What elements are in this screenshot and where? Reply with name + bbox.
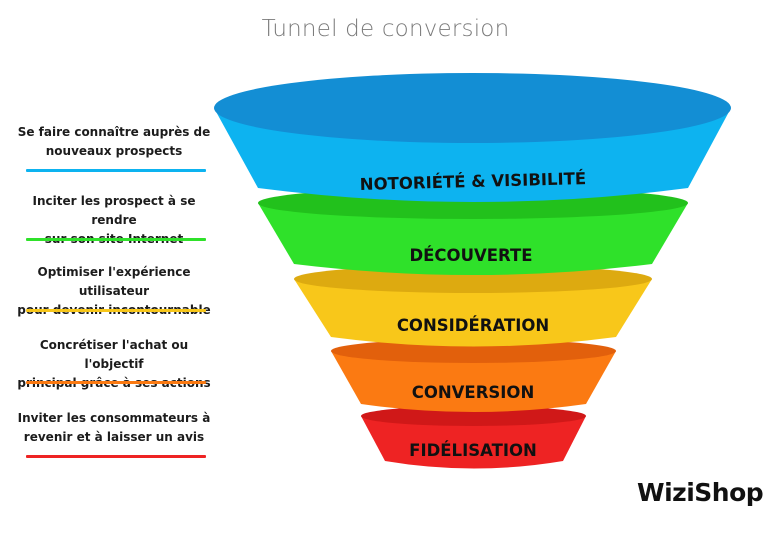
stage-underline-fidelisation: [26, 455, 206, 458]
funnel-stage-body: [331, 351, 616, 412]
funnel-stage-body: [361, 416, 586, 469]
funnel-stage-top: [331, 339, 616, 363]
stage-underline-decouverte: [26, 238, 206, 241]
description-line: Optimiser l'expérience utilisateur: [37, 265, 191, 298]
funnel-stage-label: FIDÉLISATION: [409, 441, 537, 460]
description-line: Inciter les prospect à se rendre: [32, 194, 196, 227]
description-line: Concrétiser l'achat ou l'objectif: [39, 338, 189, 371]
funnel-stage-label: DÉCOUVERTE: [409, 246, 532, 265]
stage-underline-conversion: [26, 381, 206, 384]
funnel-stage-conversion: CONVERSION: [331, 339, 616, 412]
stage-underline-consideration: [26, 309, 206, 312]
funnel-stage-body: [294, 279, 652, 347]
stage-description-fidelisation: Inviter les consommateurs à revenir et à…: [14, 409, 214, 447]
description-line: Se faire connaître auprès de: [17, 125, 211, 139]
funnel-stage-notoriete: NOTORIÉTÉ & VISIBILITÉ: [214, 73, 731, 202]
funnel-stage-consideration: CONSIDÉRATION: [294, 265, 652, 347]
funnel-stage-top: [361, 406, 586, 426]
funnel-stage-fidelisation: FIDÉLISATION: [361, 406, 586, 469]
funnel-stage-top: [214, 73, 731, 143]
page-title: Tunnel de conversion: [261, 16, 510, 42]
funnel-stage-label: CONVERSION: [412, 383, 535, 402]
description-line: nouveaux prospects: [45, 144, 183, 158]
description-line: revenir et à laisser un avis: [23, 430, 205, 444]
description-line: Inviter les consommateurs à: [17, 411, 211, 425]
funnel-stage-label: CONSIDÉRATION: [397, 316, 549, 335]
stage-underline-notoriete: [26, 169, 206, 172]
stage-description-notoriete: Se faire connaître auprès de nouveaux pr…: [14, 123, 214, 161]
wizishop-logo: WiziShop: [637, 478, 764, 507]
funnel-stage-body: [258, 203, 688, 275]
